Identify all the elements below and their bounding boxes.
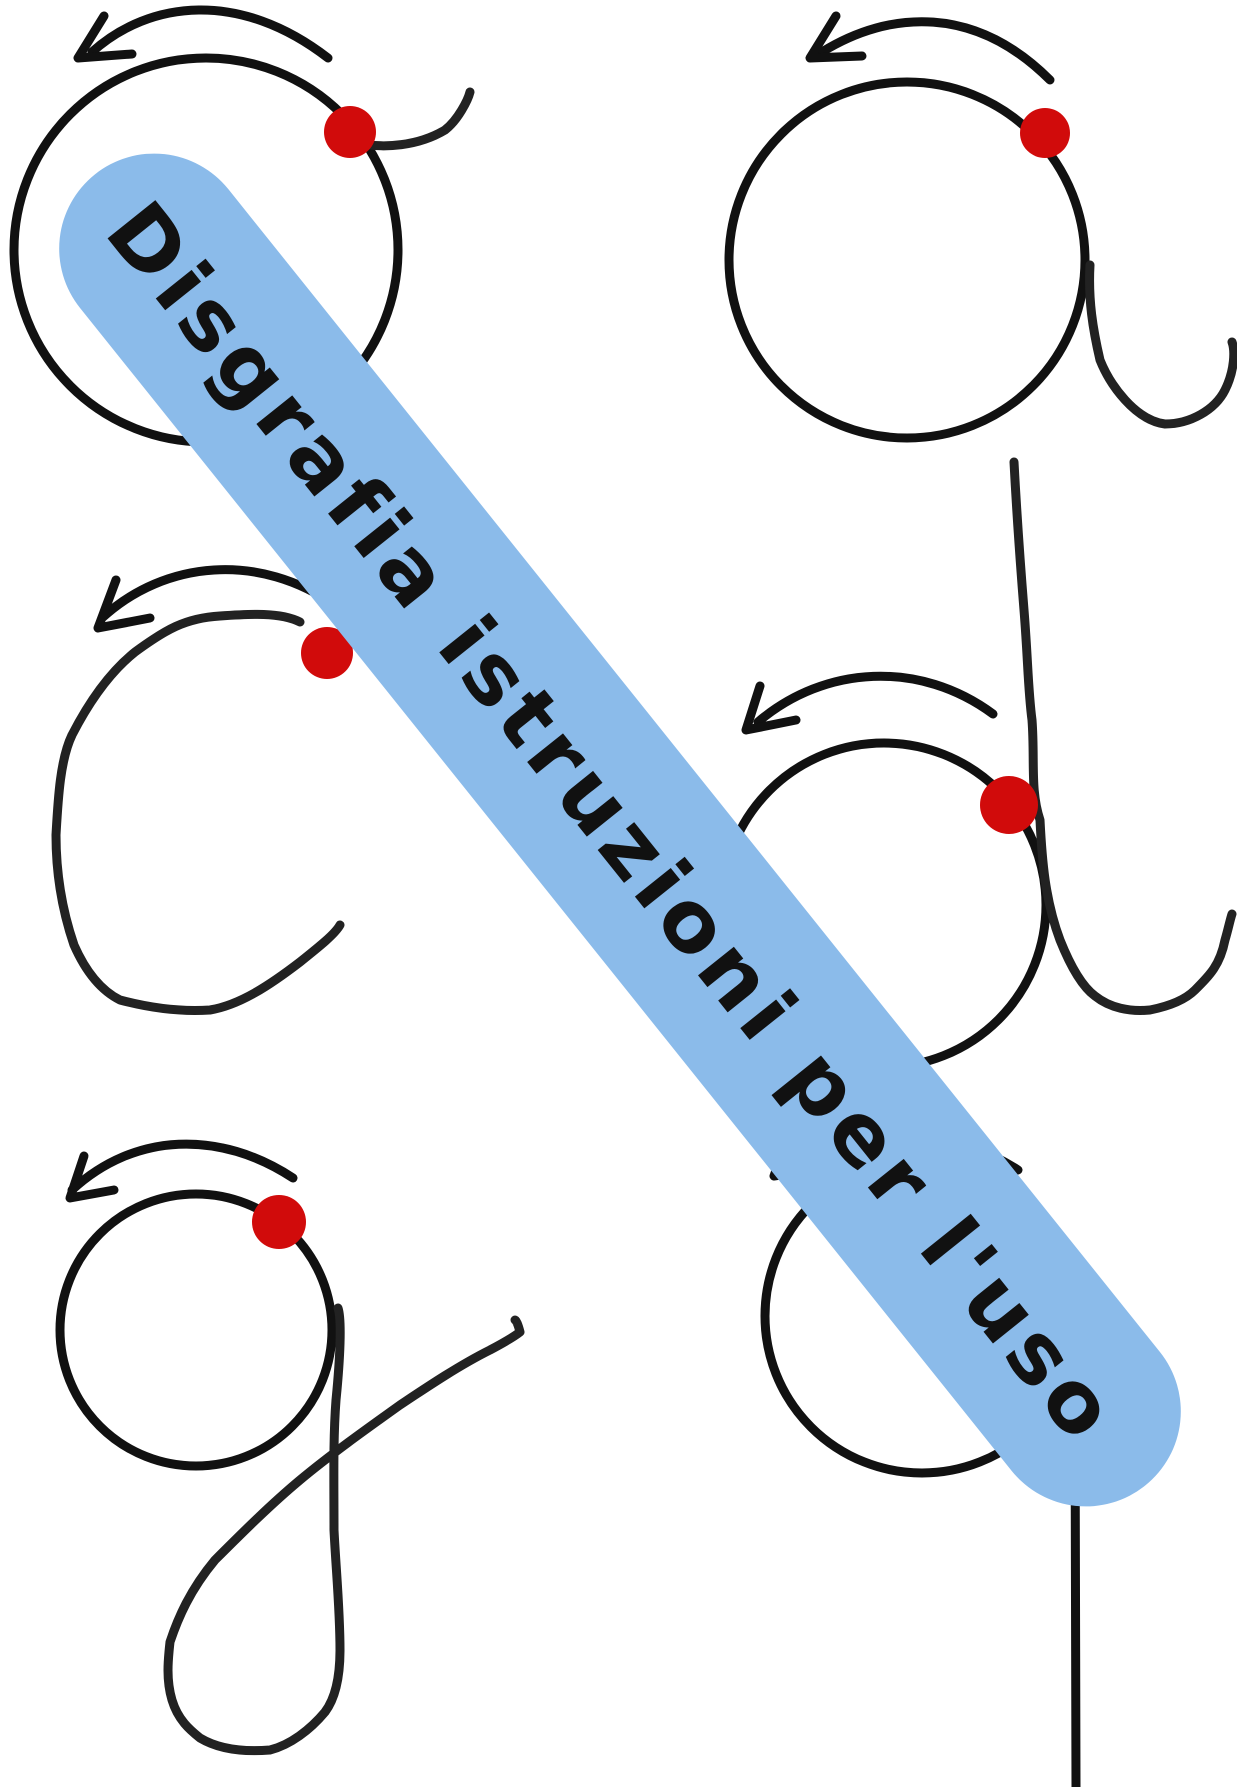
- arrow-head-icon: [741, 681, 801, 735]
- counterclockwise-arrow-icon: [67, 1139, 298, 1195]
- counterclockwise-arrow-icon: [87, 5, 333, 63]
- letter-d-exercise: [717, 457, 1237, 1072]
- letter-bowl-circle: [724, 77, 1090, 443]
- arrow-head-icon: [73, 11, 137, 63]
- letter-descender-stroke: [163, 1303, 525, 1756]
- counterclockwise-arrow-icon: [753, 671, 998, 727]
- letter-a-exercise-2: [724, 11, 1237, 443]
- arrow-head-icon: [93, 575, 155, 633]
- letter-ascender-stroke: [1009, 457, 1237, 1015]
- banner-title: Disgrafia istruzioni per l'uso: [87, 183, 1139, 1462]
- red-dot-icon: [980, 776, 1038, 834]
- banner-background: [59, 153, 1181, 1507]
- red-dot-icon: [324, 106, 376, 158]
- arrow-head-icon: [65, 1151, 119, 1203]
- letter-c-stroke: [51, 609, 345, 1015]
- counterclockwise-arrow-icon: [817, 17, 1055, 85]
- letter-stroke-tail: [1085, 260, 1237, 429]
- letter-bowl-circle: [55, 1189, 337, 1471]
- red-dot-icon: [1020, 108, 1070, 158]
- letter-g-exercise: [55, 1139, 525, 1756]
- red-dot-icon: [301, 627, 353, 679]
- letter-c-exercise: [51, 565, 353, 1015]
- red-dot-icon: [252, 1195, 306, 1249]
- letter-stroke-tail: [347, 87, 475, 151]
- arrow-head-icon: [805, 11, 867, 63]
